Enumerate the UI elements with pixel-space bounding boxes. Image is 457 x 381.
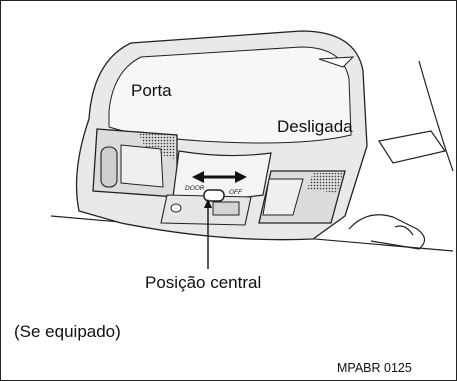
label-off: Desligada: [277, 117, 353, 136]
label-center-position: Posição central: [145, 273, 262, 292]
figure-code: MPABR 0125: [337, 361, 412, 375]
visor-clip: [348, 130, 447, 250]
right-lamp: [258, 170, 346, 224]
center-panel: [160, 150, 272, 226]
callout-arrowhead: [204, 199, 212, 208]
door-switch: [203, 189, 225, 202]
left-lamp: [92, 128, 178, 198]
switch-door-text: DOOR: [185, 185, 205, 192]
switch-off-text: OFF: [229, 189, 243, 196]
label-if-equipped: (Se equipado): [14, 322, 121, 341]
double-arrow: [192, 171, 247, 183]
label-door: Porta: [131, 81, 172, 100]
